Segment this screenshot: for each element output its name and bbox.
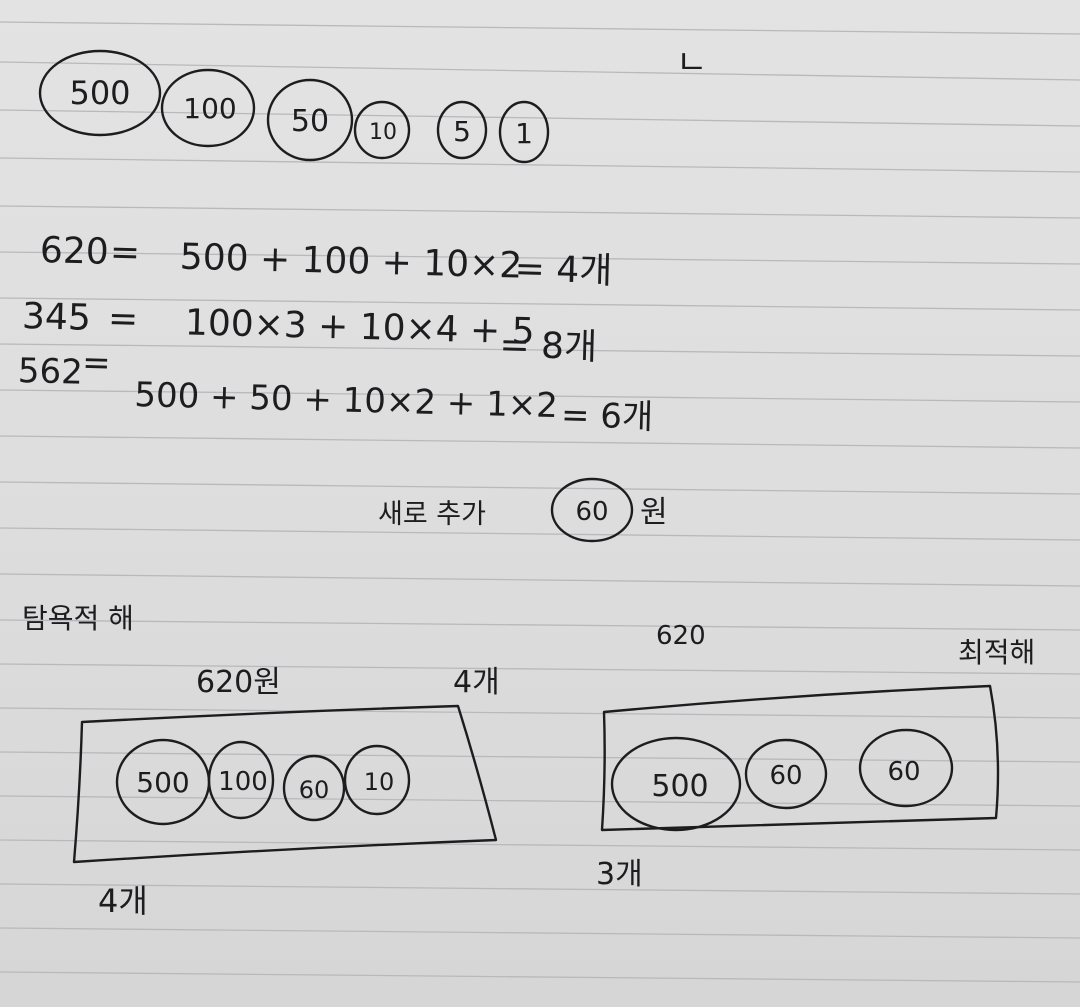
new-coin-suffix: 원 <box>640 495 668 530</box>
equation-lhs: 620 <box>39 230 109 273</box>
equals-sign: = <box>82 343 112 384</box>
coin-label: 500 <box>651 769 708 804</box>
coin-label: 60 <box>299 776 330 804</box>
equation-lhs: 562 <box>17 351 83 393</box>
coin-circle-500 <box>610 736 742 832</box>
coin-circle-60 <box>550 477 634 543</box>
coin-circle-60 <box>282 754 346 822</box>
equation-rhs: 500 + 50 + 10×2 + 1×2 <box>134 375 559 426</box>
optimal-heading: 최적해 <box>958 636 1035 669</box>
optimal-amount: 620 <box>656 621 706 651</box>
coin-circle-60 <box>858 728 954 808</box>
coin-label: 100 <box>218 767 268 797</box>
optimal-solution: 최적해 620 500 60 60 3개 <box>596 621 1035 892</box>
coin-label: 50 <box>291 104 329 139</box>
equation-620: 620 = 500 + 100 + 10×2 = 4개 <box>39 230 613 292</box>
equals-sign: = <box>108 298 139 340</box>
coin-label: 500 <box>136 766 189 799</box>
coin-label: 60 <box>769 761 802 791</box>
top-corner-mark: ㄴ <box>676 43 707 83</box>
coin-circle-100 <box>207 740 275 820</box>
coin-label: 60 <box>887 757 920 787</box>
coin-label: 100 <box>183 92 236 125</box>
coin-circle-50 <box>266 78 354 162</box>
coin-circle-1 <box>498 100 550 164</box>
greedy-box <box>72 704 498 864</box>
coin-label: 10 <box>369 120 397 145</box>
greedy-count-top: 4개 <box>453 665 500 700</box>
coin-circle-10 <box>353 100 411 160</box>
coin-circle-10 <box>343 744 411 816</box>
coin-label: 5 <box>453 115 471 148</box>
equation-rhs: 100×3 + 10×4 + 5 <box>184 302 535 352</box>
coin-label: 10 <box>364 768 395 796</box>
equation-result: = 8개 <box>499 325 598 369</box>
greedy-amount: 620원 <box>196 665 281 700</box>
new-coin-note: 새로 추가 60 원 <box>378 477 668 543</box>
coin-circle-500 <box>38 49 162 137</box>
coin-label: 500 <box>69 74 130 112</box>
greedy-count-bottom: 4개 <box>98 882 148 920</box>
equation-rhs: 500 + 100 + 10×2 <box>179 237 522 287</box>
coin-circle-60 <box>744 738 828 810</box>
optimal-count-bottom: 3개 <box>596 857 643 892</box>
greedy-heading: 탐욕적 해 <box>22 602 134 635</box>
equation-lhs: 345 <box>22 296 92 339</box>
equation-result: = 6개 <box>560 395 653 437</box>
coin-circle-100 <box>160 68 256 148</box>
equation-result: = 4개 <box>514 248 613 292</box>
equals-sign: = <box>109 232 140 274</box>
greedy-solution: 탐욕적 해 620원 4개 500 100 60 10 4개 <box>22 602 500 920</box>
coin-label: 60 <box>575 497 608 527</box>
new-coin-prefix: 새로 추가 <box>378 499 486 530</box>
optimal-box <box>600 684 1000 832</box>
coin-circle-5 <box>436 100 488 160</box>
equation-345: 345 = 100×3 + 10×4 + 5 = 8개 <box>22 296 598 369</box>
coin-row: 500 100 50 10 5 1 <box>38 49 550 164</box>
coin-label: 1 <box>515 117 533 150</box>
ruled-lines <box>0 21 1080 983</box>
